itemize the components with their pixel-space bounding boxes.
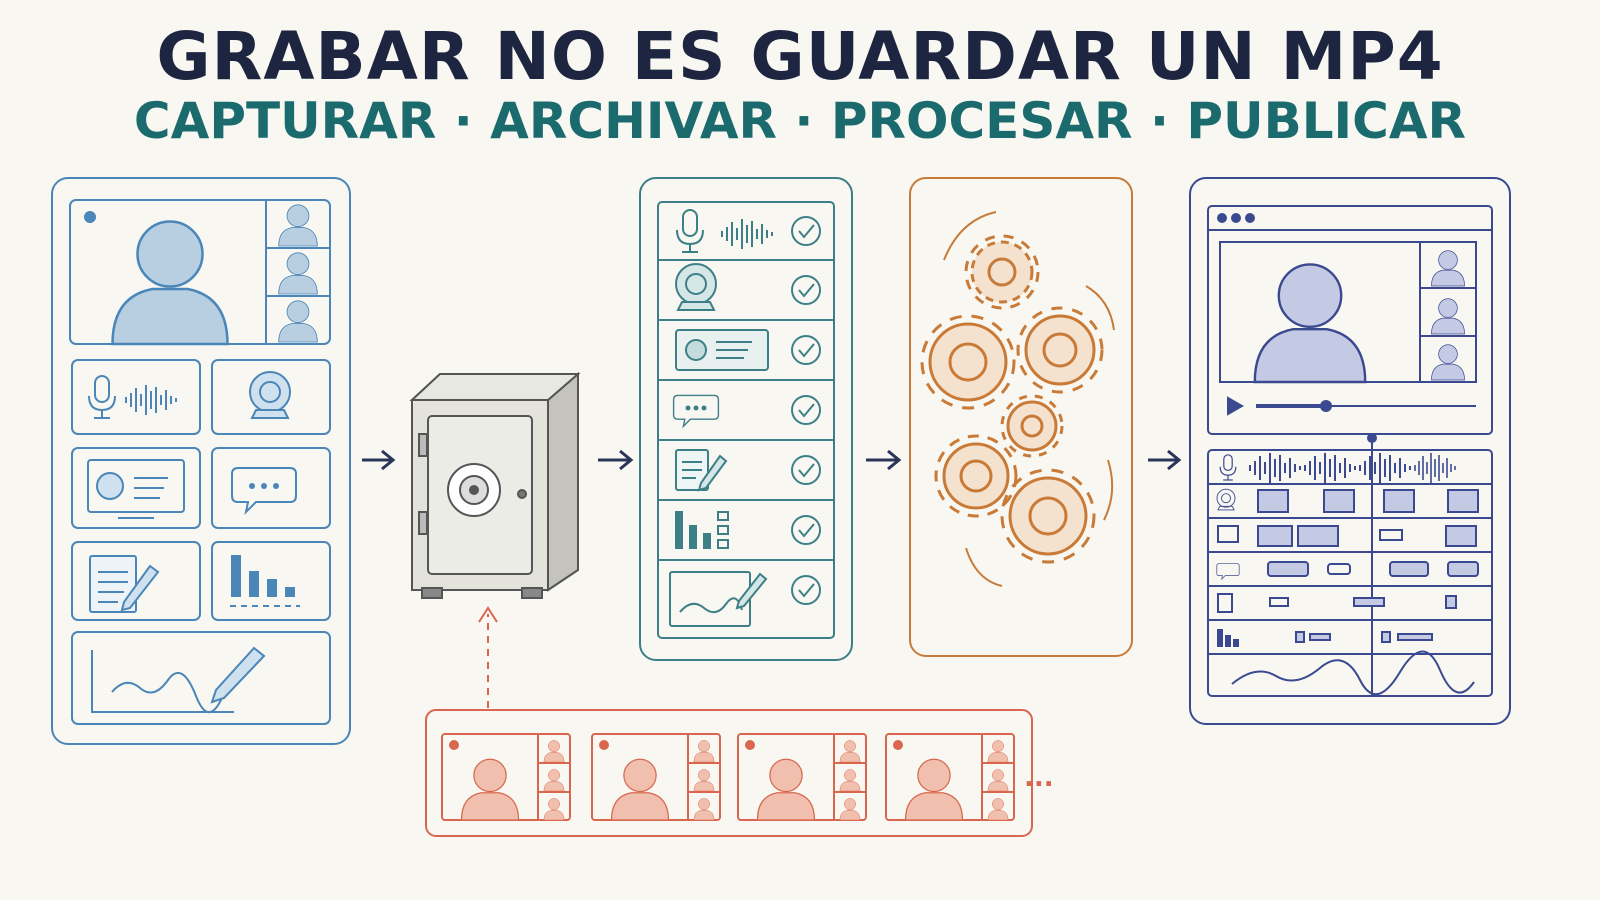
page-title: GRABAR NO ES GUARDAR UN MP4 bbox=[156, 18, 1444, 95]
track-waveform-icon bbox=[721, 218, 773, 250]
whiteboard-icon bbox=[91, 646, 266, 714]
notes-tile bbox=[71, 541, 201, 621]
notes-icon bbox=[89, 555, 160, 613]
play-icon bbox=[1227, 396, 1245, 416]
check-icon bbox=[791, 575, 821, 605]
track-microphone-icon bbox=[676, 209, 704, 253]
arrow-process-to-publish bbox=[1148, 449, 1182, 471]
safe-icon bbox=[409, 371, 581, 599]
track-notes-icon bbox=[675, 449, 728, 492]
recordings-to-archive-arrow bbox=[478, 606, 498, 708]
check-icon bbox=[791, 395, 821, 425]
timeline-icon bbox=[1207, 433, 1493, 697]
audio-tile bbox=[71, 359, 201, 435]
more-recordings-ellipsis: ... bbox=[1024, 763, 1054, 793]
poll-icon bbox=[230, 555, 300, 607]
whiteboard-tile bbox=[71, 631, 331, 725]
tracks-panel bbox=[639, 177, 853, 661]
webcam-icon bbox=[249, 371, 291, 419]
capture-stage bbox=[51, 177, 351, 745]
arrow-tracks-to-process bbox=[866, 449, 902, 471]
microphone-icon bbox=[88, 375, 116, 419]
check-icon bbox=[791, 216, 821, 246]
recording-thumbnail bbox=[886, 734, 1014, 820]
track-screen-share-icon bbox=[675, 329, 769, 371]
process-stage bbox=[909, 177, 1133, 657]
chat-icon bbox=[231, 467, 297, 513]
process-panel bbox=[909, 177, 1133, 657]
recording-thumbnail bbox=[738, 734, 866, 820]
arrow-capture-to-archive bbox=[362, 449, 396, 471]
chat-tile bbox=[211, 447, 331, 529]
track-whiteboard-icon bbox=[669, 571, 768, 627]
check-icon bbox=[791, 455, 821, 485]
track-webcam-icon bbox=[675, 263, 717, 311]
track-chat-icon bbox=[672, 394, 720, 427]
player-icon bbox=[1207, 205, 1493, 435]
recordings-strip bbox=[425, 709, 1033, 837]
progress-handle bbox=[1320, 400, 1332, 412]
check-icon bbox=[791, 335, 821, 365]
screen-share-icon bbox=[87, 459, 185, 519]
recording-thumbnail bbox=[441, 733, 571, 821]
publish-panel bbox=[1189, 177, 1511, 725]
screen-tile bbox=[71, 447, 201, 529]
arrow-archive-to-tracks bbox=[598, 449, 634, 471]
poll-tile bbox=[211, 541, 331, 621]
publish-stage bbox=[1189, 177, 1511, 725]
recording-thumbnail bbox=[592, 734, 720, 820]
waveform-icon bbox=[125, 384, 177, 416]
check-icon bbox=[791, 275, 821, 305]
tracks-stage bbox=[639, 177, 853, 661]
track-poll-icon bbox=[675, 511, 729, 549]
gears-icon bbox=[920, 211, 1115, 587]
check-icon bbox=[791, 515, 821, 545]
video-call-icon bbox=[69, 199, 331, 346]
webcam-tile bbox=[211, 359, 331, 435]
page-subtitle: CAPTURAR · ARCHIVAR · PROCESAR · PUBLICA… bbox=[133, 92, 1467, 150]
capture-panel bbox=[51, 177, 351, 745]
